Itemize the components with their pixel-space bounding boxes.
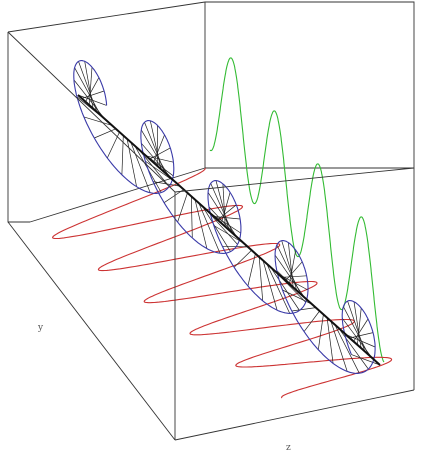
box-front-face xyxy=(7,32,30,223)
helix-spoke xyxy=(73,79,105,119)
box-edge-left-back xyxy=(29,167,206,223)
helix-spoke xyxy=(247,253,256,287)
helix-spoke xyxy=(153,134,165,163)
helix-spoke xyxy=(177,192,188,223)
box-back-face xyxy=(204,1,415,169)
box-back-edges xyxy=(7,1,415,223)
helix-spoke xyxy=(338,327,369,370)
helix-spoke xyxy=(258,256,264,301)
helix-spoke xyxy=(303,310,320,332)
helix-spoke xyxy=(291,307,316,312)
helix-spoke xyxy=(342,318,373,359)
helix-spoke xyxy=(74,67,102,116)
helix-spoke xyxy=(202,206,231,252)
helix-spoke xyxy=(140,129,169,177)
helix-spoke xyxy=(349,332,374,339)
helix-spoke xyxy=(81,90,105,99)
helix-spoke xyxy=(353,301,362,349)
helix-spoke xyxy=(88,67,93,106)
helix-spoke xyxy=(94,128,116,139)
helix-spoke xyxy=(345,334,376,348)
helix-spoke xyxy=(149,120,162,170)
helix-spoke xyxy=(222,183,226,227)
helix-spoke xyxy=(141,143,173,180)
helix-spoke xyxy=(84,61,94,109)
helix-spoke xyxy=(266,263,291,314)
box-front-edges xyxy=(7,31,415,441)
helix-spoke xyxy=(351,354,381,366)
helix-spoke xyxy=(130,142,151,193)
box-edge-top-front xyxy=(7,31,176,193)
helix-spoke xyxy=(326,317,334,364)
box-edge-top-right xyxy=(174,167,415,193)
helix-spoke xyxy=(282,289,313,305)
helix-spoke xyxy=(353,318,369,342)
helix-spoke xyxy=(317,314,324,350)
helix-spoke xyxy=(330,320,348,372)
helix-spoke xyxy=(207,192,237,237)
box-edge-bottom-right xyxy=(174,389,415,441)
propagation-axis xyxy=(77,94,381,366)
helix-spoke xyxy=(347,300,366,352)
helix-spoke xyxy=(83,116,113,126)
box-edge-bottom-front xyxy=(7,221,176,441)
helix-spoke xyxy=(194,199,208,249)
y-projection-curve xyxy=(52,167,393,399)
helix-spoke xyxy=(233,250,252,268)
helix-spoke xyxy=(221,192,231,224)
helix-spoke xyxy=(281,275,307,278)
helix-spoke xyxy=(222,245,248,248)
helix-spoke xyxy=(289,250,297,285)
box-edge-top-left xyxy=(7,1,206,33)
helix-curve xyxy=(73,60,376,374)
z-projection-curve xyxy=(209,57,385,363)
helix-spoke xyxy=(262,260,278,311)
helix-spoke xyxy=(198,202,221,254)
helix-spoke xyxy=(270,266,300,311)
helix-spoke xyxy=(106,131,120,159)
helix-spoke xyxy=(285,261,303,281)
helix-spoke xyxy=(190,196,193,238)
helix-spoke xyxy=(126,138,137,187)
y-axis-label: y xyxy=(37,323,44,333)
helix-spoke xyxy=(334,324,360,374)
z-axis-label: z xyxy=(286,443,291,452)
helix-spoke xyxy=(274,255,305,298)
helix-spoke xyxy=(217,204,237,221)
helix-spoke xyxy=(343,306,370,356)
helix-spokes xyxy=(73,61,381,374)
